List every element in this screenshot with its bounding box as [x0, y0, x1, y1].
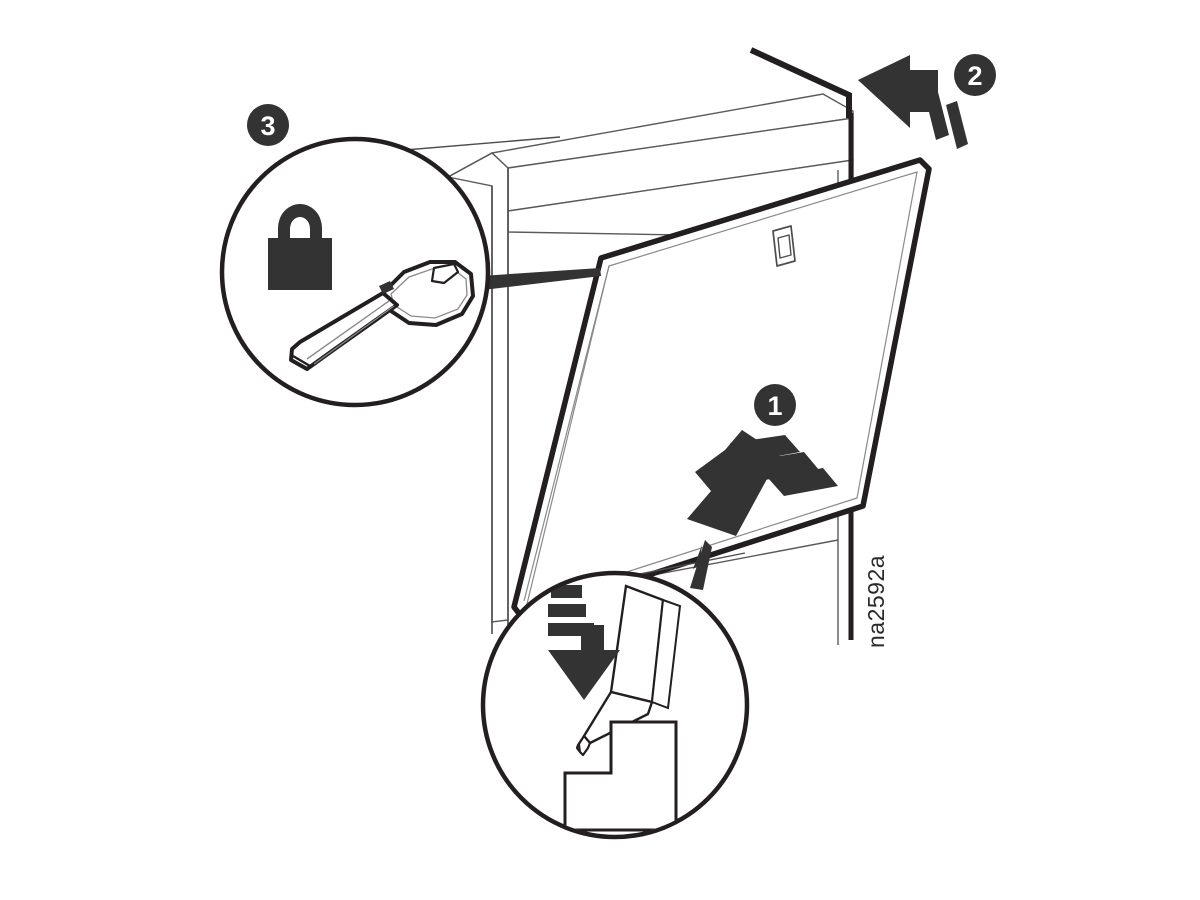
step-3-number: 3	[260, 111, 275, 141]
lock-detail-circle	[219, 136, 601, 408]
padlock-icon	[268, 204, 332, 290]
step-2-number: 2	[967, 61, 982, 91]
motion-line-2	[548, 604, 586, 617]
arrow-down-icon	[548, 585, 620, 700]
cabinet-body	[445, 47, 854, 645]
key-icon	[289, 260, 475, 371]
key-head-inset	[430, 262, 460, 285]
motion-line-1	[925, 92, 949, 140]
front-panel	[511, 157, 932, 619]
arrow-left-icon	[858, 55, 938, 128]
motion-line-1	[730, 435, 800, 462]
panel-edge-thickness	[650, 598, 682, 710]
cabinet-rear-top-edge	[749, 47, 852, 118]
lock-keyhole	[777, 234, 792, 259]
key-blade-groove	[306, 300, 390, 360]
key-blade	[289, 291, 399, 371]
bracket-detail-circle	[480, 540, 750, 840]
step-2-arrow-group	[858, 55, 968, 149]
callout-pointer-body	[690, 540, 712, 590]
panel-inner-offset	[526, 171, 918, 605]
badge-circle	[754, 384, 796, 426]
panel-hook-edge	[577, 735, 585, 753]
panel-left-fold-inner	[523, 265, 610, 602]
padlock-body	[268, 238, 332, 290]
key-blade-groove-2	[313, 305, 395, 365]
callout-leader-line	[404, 136, 561, 151]
badge-circle	[247, 104, 289, 146]
motion-line-1	[548, 623, 594, 636]
callout-pointer	[466, 268, 601, 292]
key-shoulder-notch	[379, 281, 394, 294]
step-3-badge: 3	[247, 104, 289, 146]
arrow-down-shape	[548, 625, 620, 700]
panel-right-edge	[860, 168, 932, 507]
panel-lock-barrel[interactable]	[772, 225, 796, 267]
motion-line-2	[946, 101, 968, 149]
reference-code: na2592a	[863, 555, 889, 648]
key-tip	[292, 354, 311, 368]
key-head-inner	[390, 268, 468, 319]
step-2-badge: 2	[954, 54, 996, 96]
callout-circle-border	[219, 136, 491, 408]
panel-top-edge	[600, 157, 921, 261]
badge-circle	[954, 54, 996, 96]
step-1-badge: 1	[754, 384, 796, 426]
panel-left-fold	[511, 257, 604, 608]
cabinet-top-left-bevel	[447, 152, 493, 178]
motion-line-3	[551, 585, 582, 598]
reference-code-text: na2592a	[863, 555, 889, 648]
step-1-number: 1	[767, 391, 782, 421]
step-1-arrow-group	[687, 430, 838, 536]
motion-line-3	[768, 468, 838, 496]
padlock-shackle	[278, 204, 322, 243]
